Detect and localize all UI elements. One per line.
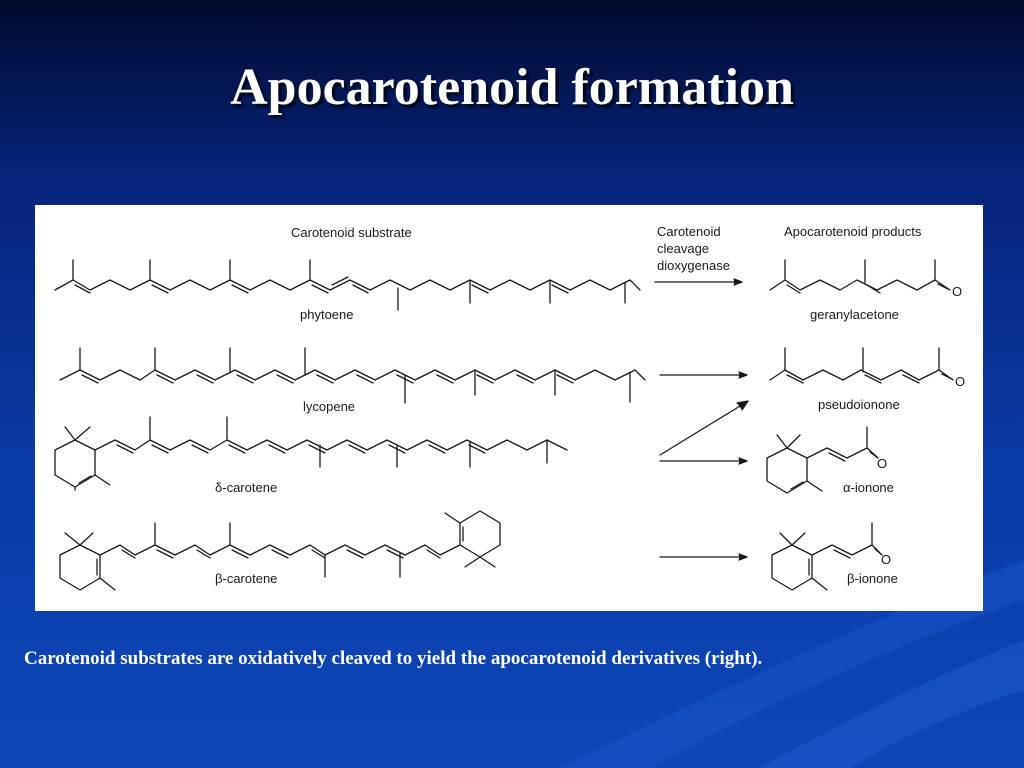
product-name-text: -ionone — [851, 480, 894, 495]
beta-carotene-structure — [59, 510, 501, 591]
beta-ionone-structure — [771, 522, 883, 591]
enzyme-label-line1: Carotenoid — [657, 224, 721, 239]
product-name: pseudoionone — [818, 397, 900, 412]
substrate-header: Carotenoid substrate — [291, 225, 412, 240]
phytoene-structure — [54, 259, 641, 311]
enzyme-label-line3: dioxygenase — [657, 258, 730, 273]
reaction-arrows — [654, 278, 749, 561]
slide-caption: Carotenoid substrates are oxidatively cl… — [24, 648, 763, 669]
enzyme-label-line2: cleavage — [657, 241, 709, 256]
reaction-scheme: O O O O Carotenoid substrate Carotenoid … — [54, 224, 965, 591]
substrate-name: phytoene — [300, 307, 354, 322]
substrate-name: β-carotene — [215, 571, 277, 586]
oxygen-label: O — [881, 552, 891, 567]
cleavage-diagram: O O O O Carotenoid substrate Carotenoid … — [35, 205, 983, 611]
substrate-greek-letter: β — [215, 571, 222, 586]
oxygen-label: O — [877, 456, 887, 471]
oxygen-label: O — [955, 374, 965, 389]
pseudoionone-structure — [769, 347, 954, 384]
substrate-name-text: -carotene — [222, 480, 277, 495]
substrate-name: lycopene — [303, 399, 355, 414]
oxygen-label: O — [952, 284, 962, 299]
substrate-name-text: -carotene — [222, 571, 277, 586]
substrate-greek-letter: δ — [215, 480, 222, 495]
product-name-text: -ionone — [854, 571, 897, 586]
product-name: α-ionone — [843, 480, 894, 495]
product-name: β-ionone — [847, 571, 898, 586]
product-name: geranylacetone — [810, 307, 899, 322]
delta-carotene-structure — [54, 416, 568, 491]
alpha-ionone-structure — [766, 426, 879, 494]
products-header: Apocarotenoid products — [784, 224, 922, 239]
product-greek-letter: β — [847, 571, 854, 586]
slide-title: Apocarotenoid formation — [230, 59, 794, 116]
product-greek-letter: α — [843, 480, 851, 495]
substrate-name: δ-carotene — [215, 480, 277, 495]
geranylacetone-structure — [769, 259, 951, 294]
lycopene-structure — [59, 347, 646, 404]
